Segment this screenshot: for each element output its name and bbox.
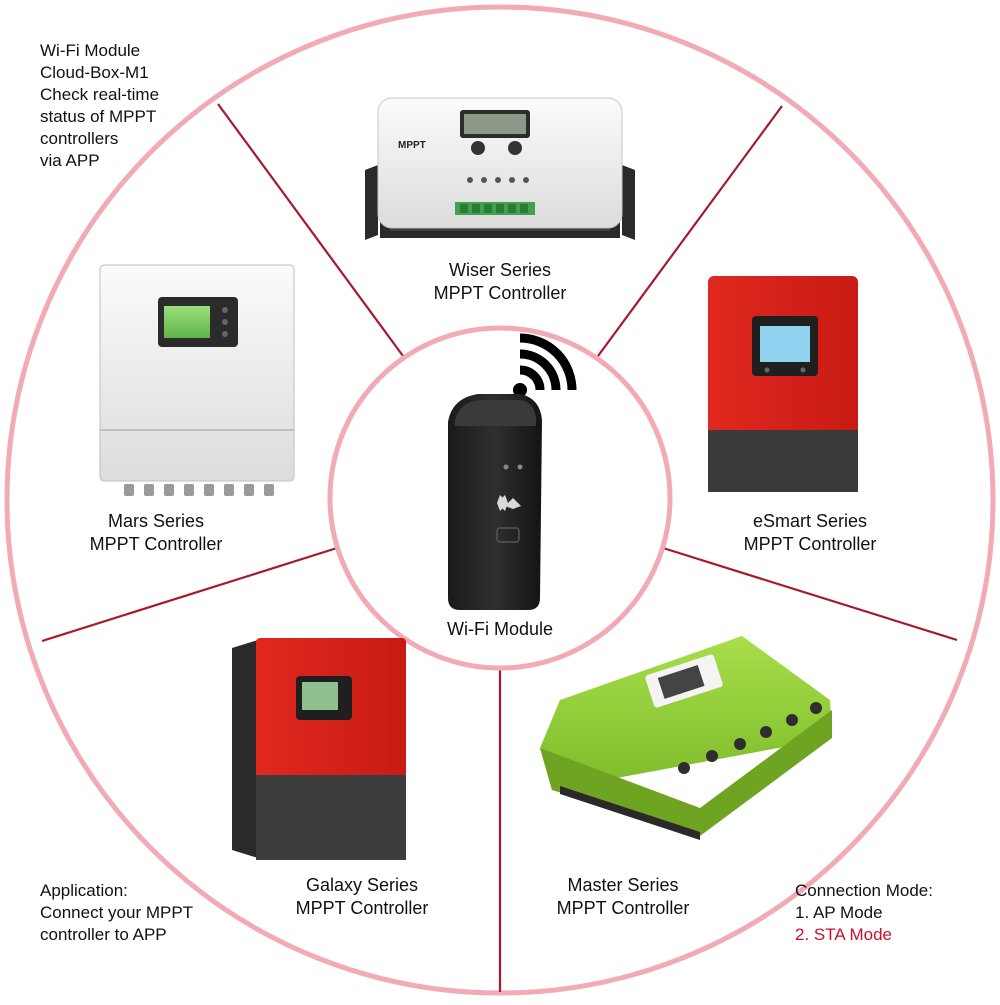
label-galaxy: Galaxy Series MPPT Controller (244, 874, 480, 920)
spoke-left (41, 546, 338, 643)
label-mars: Mars Series MPPT Controller (38, 510, 274, 556)
svg-text:MPPT: MPPT (398, 140, 426, 151)
wifi-signal-icon (513, 333, 577, 397)
label-mars-type: MPPT Controller (89, 534, 223, 554)
label-esmart: eSmart Series MPPT Controller (692, 510, 928, 556)
note-wifi-line-5: controllers (40, 129, 119, 148)
spoke-right (662, 546, 958, 642)
galaxy-controller-image (232, 638, 406, 860)
note-application-line-1: Application: (40, 881, 128, 900)
wiser-controller-image: MPPT (365, 97, 635, 240)
note-wifi-line-6: via APP (40, 151, 100, 170)
divider-lines (41, 103, 958, 992)
label-esmart-series: eSmart Series (752, 511, 868, 531)
label-master: Master Series MPPT Controller (505, 874, 741, 920)
connection-mode-sta: 2. STA Mode (795, 925, 893, 944)
label-wiser-series: Wiser Series (448, 260, 551, 280)
note-wifi-line-4: status of MPPT (40, 107, 157, 126)
wifi-module-device (448, 394, 542, 610)
label-galaxy-type: MPPT Controller (295, 898, 429, 918)
connection-mode-ap: 1. AP Mode (795, 903, 883, 922)
label-wiser-type: MPPT Controller (433, 283, 567, 303)
label-esmart-type: MPPT Controller (743, 534, 877, 554)
label-galaxy-series: Galaxy Series (305, 875, 419, 895)
label-wiser: Wiser Series MPPT Controller (382, 259, 618, 305)
mars-controller-image (99, 264, 295, 496)
label-wifi-module: Wi-Fi Module (446, 619, 553, 639)
spoke-top-right (597, 105, 783, 357)
note-wifi-module: Wi-Fi Module Cloud-Box-M1 Check real-tim… (40, 40, 240, 172)
note-wifi-line-2: Cloud-Box-M1 (40, 63, 149, 82)
esmart-controller-image (708, 276, 858, 492)
label-master-series: Master Series (567, 875, 679, 895)
label-master-type: MPPT Controller (556, 898, 690, 918)
master-controller-image (540, 636, 832, 840)
outer-ring (4, 4, 996, 996)
note-application-line-3: controller to APP (40, 925, 167, 944)
note-wifi-line-3: Check real-time (40, 85, 160, 104)
spoke-top-left (217, 103, 404, 357)
note-wifi-line-1: Wi-Fi Module (40, 41, 141, 60)
connection-mode-title: Connection Mode: (795, 881, 933, 900)
label-mars-series: Mars Series (107, 511, 205, 531)
note-application: Application: Connect your MPPT controlle… (40, 880, 260, 946)
note-application-line-2: Connect your MPPT (40, 903, 194, 922)
note-connection-mode: Connection Mode: 1. AP Mode 2. STA Mode (795, 880, 995, 946)
